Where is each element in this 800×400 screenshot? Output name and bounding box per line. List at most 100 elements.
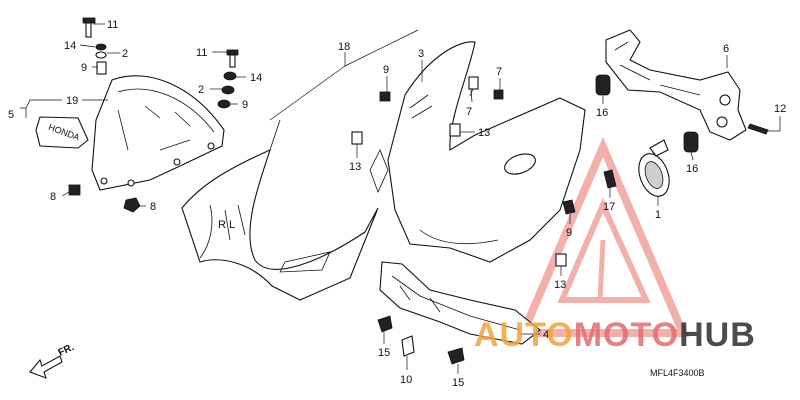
callout-17: 17 [603,201,615,213]
upper-cowl: R L [181,119,379,301]
callout-8: 8 [150,201,156,213]
nut-8b [123,197,141,213]
nut-13 [449,123,461,137]
callout-9: 9 [242,99,248,111]
nut-13 [351,131,363,145]
watermark-part-hub: HUB [679,316,756,354]
direction-label: FR. [57,342,76,359]
callout-14: 14 [250,72,262,84]
bolt-12 [747,123,769,135]
windscreen-hardware [68,17,239,213]
cowl-fasteners [351,76,576,267]
cowl-lower-edge [419,229,499,245]
diagram-code: MFL4F3400B [650,368,705,378]
windscreen [91,75,225,191]
screen-hole [207,142,215,150]
rivet-10 [401,335,415,357]
screw-head [82,17,96,24]
horn-center [644,161,664,189]
cowl-lettering: R L [218,219,235,231]
callout-4: 4 [543,329,549,341]
callout-16: 16 [596,107,608,119]
watermark-part-moto: MOTO [574,316,679,354]
clip-9 [562,199,576,215]
nut-7 [468,76,479,90]
nut-17 [603,169,617,189]
clip-15b [447,347,465,365]
callout-11: 11 [196,47,207,59]
watermark-a-bar [583,239,623,303]
nut-13 [555,253,567,267]
nut-7 [493,89,504,100]
watermark-part-auto: AUTO [474,316,574,354]
leader-line [79,44,96,48]
callout-13: 13 [349,161,361,173]
leader-line [269,29,419,121]
washer [221,85,235,95]
well-nut [96,61,107,75]
windscreen-assembly: HONDA [35,75,225,191]
rubber-grommet [95,51,107,59]
callout-7: 7 [466,106,472,118]
stay-mount-hole [716,116,728,128]
screen-hole [127,179,135,187]
screw-shank [229,54,236,68]
clip-15a [377,315,393,333]
leader-line [469,88,474,97]
callout-10: 10 [400,374,412,386]
middle-cowl [369,41,586,263]
callout-7: 7 [496,66,502,78]
upper-cowl-body [181,149,379,301]
callout-8: 8 [50,191,56,203]
indicator-recess [504,153,536,175]
callout-12: 12 [774,103,786,115]
callout-labels: 11 14 2 9 5 19 8 8 11 2 14 9 18 3 9 13 7… [8,19,786,389]
inner-panel [377,261,541,365]
callout-16: 16 [686,163,698,175]
leader-line [61,191,70,197]
front-direction-arrow: FR. [29,342,76,379]
watermark-text: AUTOMOTOHUB [474,316,756,354]
inner-panel-edge [391,275,521,331]
middle-cowl-body [387,41,586,263]
grommet-16b [683,131,699,153]
inner-panel-rib [399,285,441,313]
watermark-triangle-logo [516,136,690,337]
callout-9: 9 [81,62,87,74]
windscreen-reflection [117,109,129,151]
cowl-lettering-panel [279,251,331,273]
callout-9: 9 [383,64,389,76]
callout-13: 13 [478,127,490,139]
windscreen-reflection-lines [144,105,191,151]
callout-2: 2 [198,84,204,96]
side-intake [369,149,389,194]
leader-line [768,116,781,132]
watermark-wordmark: AUTOMOTOHUB [474,316,756,354]
callout-1: 1 [655,209,661,221]
callout-2: 2 [122,48,128,60]
collar [223,71,237,81]
honda-emblem-sticker [35,116,89,149]
callout-19: 19 [66,95,78,107]
grommet-16a [595,74,611,96]
callout-11: 11 [107,19,118,31]
stay-ribs [614,41,701,96]
leader-line [690,151,694,161]
callout-18: 18 [338,41,350,53]
stay-frame [605,29,747,141]
callout-9: 9 [566,227,572,239]
screw-head [226,49,239,56]
callout-13: 13 [554,279,566,291]
callout-14: 14 [64,40,76,52]
callout-3: 3 [418,48,424,60]
screen-hole [173,158,181,166]
cowl-top-line [269,119,281,151]
washer [95,43,107,51]
direction-arrow-icon [29,355,63,379]
leader-lines [20,23,781,374]
leader-line [20,99,62,118]
cowl-edge [199,204,213,259]
well-nut [217,99,231,109]
screw-shank [85,22,92,38]
